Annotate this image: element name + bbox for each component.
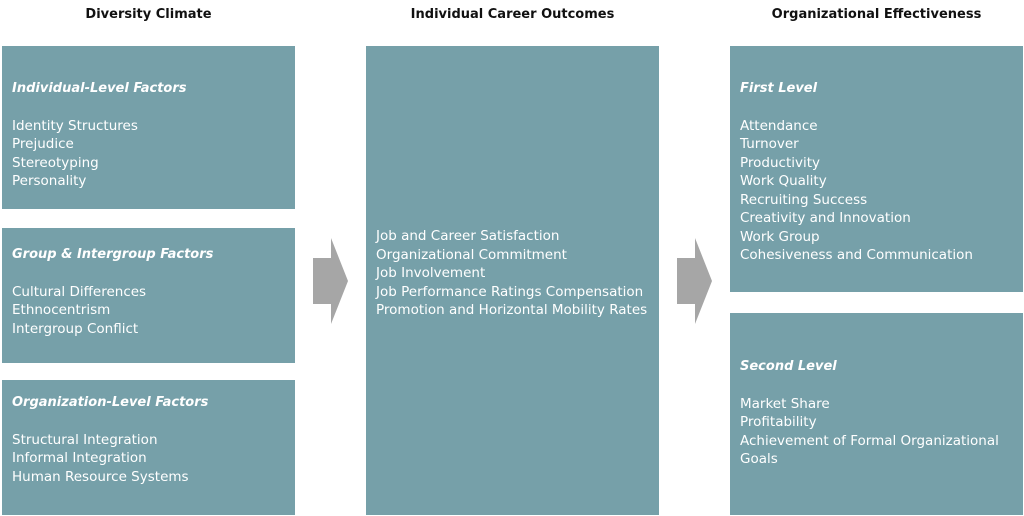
list-item: Creativity and Innovation xyxy=(740,210,911,226)
list-item: Achievement of Formal Organizational xyxy=(740,432,999,449)
list-item: Job Performance Ratings Compensation xyxy=(376,283,644,300)
organizational-effectiveness-header: Organizational Effectiveness xyxy=(771,7,982,22)
diversity-climate-header: Diversity Climate xyxy=(85,7,212,22)
list-item: Organizational Commitment xyxy=(376,246,567,263)
list-item: Work Group xyxy=(740,228,820,245)
list-item: Productivity xyxy=(740,154,821,171)
second-level-box: Second Level Market Share Profitability … xyxy=(730,313,1023,515)
box-title: Second Level xyxy=(740,359,837,374)
right-arrow-icon xyxy=(677,238,712,324)
right-arrow-icon xyxy=(313,238,348,324)
box-title: First Level xyxy=(740,81,818,96)
list-item: Identity Structures xyxy=(12,117,138,134)
box-title: Group & Intergroup Factors xyxy=(12,247,214,262)
list-item: Prejudice xyxy=(12,136,74,152)
list-item: Informal Integration xyxy=(12,450,147,466)
box-title: Organization-Level Factors xyxy=(12,395,209,410)
list-item: Intergroup Conflict xyxy=(12,320,139,337)
list-item: Job Involvement xyxy=(376,265,486,281)
list-item: Human Resource Systems xyxy=(12,468,189,485)
individual-level-factors-box: Individual-Level Factors Identity Struct… xyxy=(2,46,295,209)
list-item: Work Quality xyxy=(740,173,827,189)
list-item: Structural Integration xyxy=(12,431,158,448)
first-level-box: First Level Attendance Turnover Producti… xyxy=(730,46,1023,292)
list-item: Cultural Differences xyxy=(12,283,147,300)
organization-level-factors-box: Organization-Level Factors Structural In… xyxy=(2,380,295,515)
box-title: Individual-Level Factors xyxy=(12,81,187,96)
individual-career-outcomes-header: Individual Career Outcomes xyxy=(410,7,615,22)
list-item: Personality xyxy=(12,173,87,189)
list-item: Promotion and Horizontal Mobility Rates xyxy=(376,302,648,318)
list-item: Stereotyping xyxy=(12,154,99,171)
list-item: Turnover xyxy=(740,136,799,152)
individual-career-outcomes-box: Job and Career Satisfaction Organization… xyxy=(366,46,659,515)
list-item: Recruiting Success xyxy=(740,191,868,208)
list-item: Goals xyxy=(740,451,778,467)
group-intergroup-factors-box: Group & Intergroup Factors Cultural Diff… xyxy=(2,228,295,363)
list-item: Market Share xyxy=(740,395,830,412)
list-item: Cohesiveness and Communication xyxy=(740,247,973,263)
list-item: Ethnocentrism xyxy=(12,302,111,318)
list-item: Job and Career Satisfaction xyxy=(376,228,560,244)
list-item: Profitability xyxy=(740,414,817,430)
list-item: Attendance xyxy=(740,117,818,134)
